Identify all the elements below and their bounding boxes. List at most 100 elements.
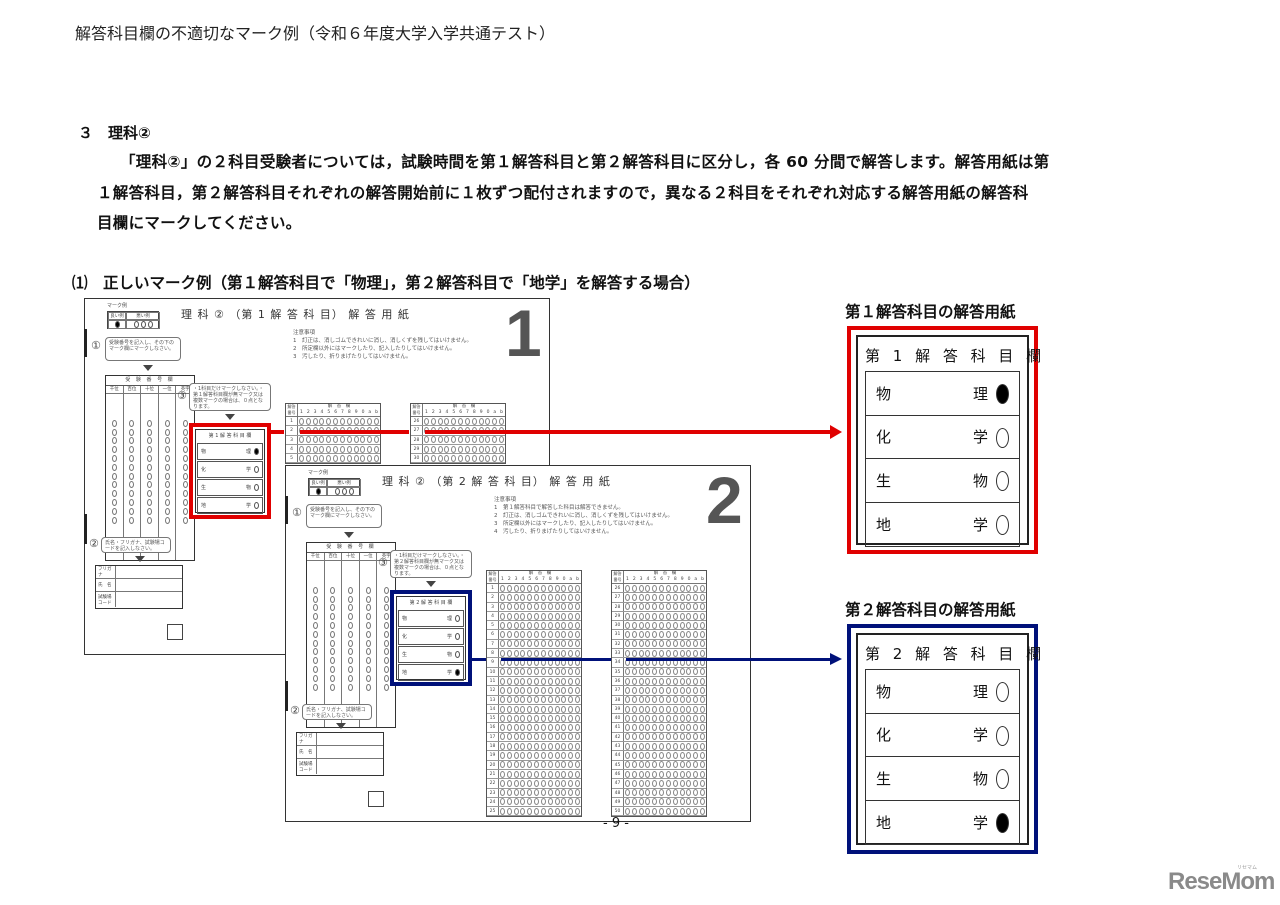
bubble <box>513 584 519 592</box>
bubble <box>298 454 304 462</box>
bubble <box>547 631 553 639</box>
question-number: 46 <box>612 769 624 779</box>
bubble <box>575 584 581 592</box>
bubble <box>631 789 637 797</box>
bubble <box>568 761 574 769</box>
bubble <box>182 472 188 480</box>
stamp-box <box>368 791 384 807</box>
bubble <box>513 742 519 750</box>
bubble <box>568 807 574 815</box>
bubbles <box>624 686 706 694</box>
bubble <box>353 445 359 453</box>
bubble <box>520 584 526 592</box>
bubble <box>458 454 464 462</box>
bubble <box>527 705 533 713</box>
furigana-label: フリガナ <box>96 566 116 578</box>
bubble <box>568 770 574 778</box>
digit: 6 <box>334 410 338 415</box>
bubble <box>312 436 318 444</box>
bubble <box>652 621 658 629</box>
bubble <box>568 798 574 806</box>
digit: b <box>375 410 379 415</box>
step-1-icon: ① <box>292 506 302 519</box>
bubble <box>624 677 630 685</box>
answer-row: 41 <box>612 723 706 733</box>
subject-char: 物 <box>972 769 988 788</box>
bubble <box>347 604 353 612</box>
red-arrow-line <box>300 430 409 434</box>
filled-bubble-icon <box>455 669 460 676</box>
bubble <box>534 593 540 601</box>
bubble <box>568 724 574 732</box>
panel-inner: 第 2 解 答 科 目 欄物理化学生物地学 <box>856 633 1041 845</box>
bubble <box>686 761 692 769</box>
bubble <box>686 612 692 620</box>
exam-column: 十位 <box>342 553 360 727</box>
question-number: 36 <box>612 676 624 686</box>
digit: 3 <box>514 577 518 582</box>
bubble <box>554 807 560 815</box>
empty-bubble-icon <box>254 466 259 473</box>
bubble <box>568 714 574 722</box>
exam-header: 受 験 番 号 欄 <box>106 376 194 386</box>
bubble <box>652 724 658 732</box>
bubble <box>638 751 644 759</box>
bubble <box>129 490 135 498</box>
bubble <box>347 657 353 665</box>
answer-row: 43 <box>612 742 706 752</box>
digit: 3 <box>438 410 442 415</box>
bubble <box>652 789 658 797</box>
bubble <box>540 584 546 592</box>
subject-char: 生 <box>876 769 892 788</box>
bubble <box>568 612 574 620</box>
question-number: 35 <box>612 667 624 676</box>
bubble <box>319 454 325 462</box>
question-number: 9 <box>487 658 499 667</box>
bubble <box>693 789 699 797</box>
bubbles <box>624 798 706 806</box>
bubble <box>700 770 706 778</box>
bubbles <box>624 621 706 629</box>
bubble <box>554 584 560 592</box>
question-number: 28 <box>612 602 624 611</box>
bubble <box>182 437 188 445</box>
bubble <box>686 696 692 704</box>
bubbles <box>499 696 581 704</box>
bubble <box>652 686 658 694</box>
subject-panel-1: 第 1 解 答 科 目 欄物理化学生物地学 <box>847 326 1041 554</box>
bubble <box>527 742 533 750</box>
bubble <box>506 779 512 787</box>
bubble <box>679 779 685 787</box>
bubble <box>700 593 706 601</box>
bubble <box>693 742 699 750</box>
bubble <box>520 742 526 750</box>
bubble <box>383 621 389 629</box>
answer-row: 12 <box>487 686 581 696</box>
bubble <box>506 761 512 769</box>
bubble <box>561 612 567 620</box>
digit: 5 <box>327 410 331 415</box>
mark-example-label: マーク例 <box>308 470 329 476</box>
question-number: 12 <box>487 686 499 695</box>
arrow-down-icon <box>143 365 153 371</box>
bubble <box>672 724 678 732</box>
digit: 9 <box>479 410 483 415</box>
bubble <box>365 621 371 629</box>
bubble <box>561 798 567 806</box>
bubble <box>312 665 318 673</box>
bubble <box>547 668 553 676</box>
subject-row: 物理 <box>197 443 263 460</box>
bubble <box>540 751 546 759</box>
bubble <box>333 445 339 453</box>
bubble <box>540 621 546 629</box>
bubble <box>312 586 318 594</box>
bubble <box>665 733 671 741</box>
bubble <box>182 490 188 498</box>
bubbles <box>423 436 505 444</box>
bubble <box>547 798 553 806</box>
question-number: 31 <box>612 630 624 639</box>
bubble <box>330 595 336 603</box>
bubbles <box>499 677 581 685</box>
name-row: 氏 名 <box>96 579 182 592</box>
